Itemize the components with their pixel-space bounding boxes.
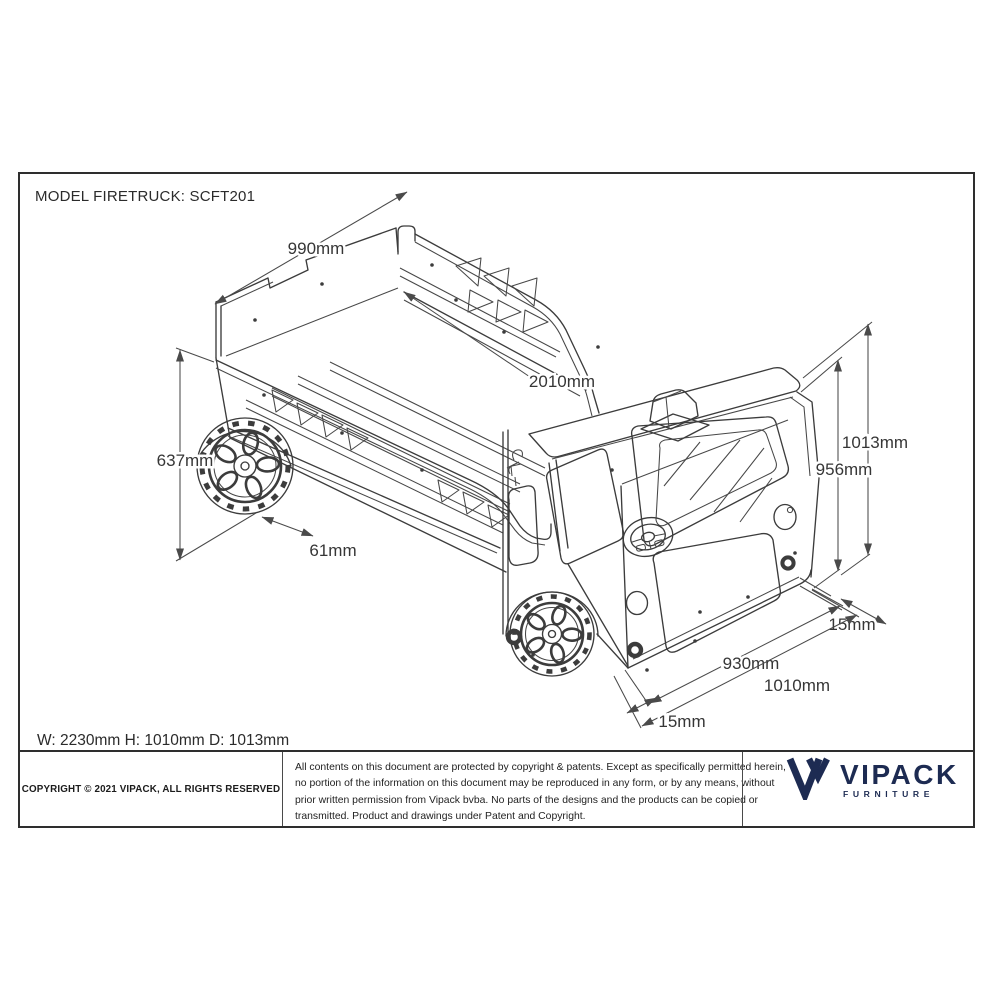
far-rail-triangle-cutouts [455, 257, 549, 333]
copyright-cell: COPYRIGHT © 2021 VIPACK, ALL RIGHTS RESE… [20, 752, 282, 826]
dim-15mm-top: 15mm [799, 577, 887, 637]
dim-15mm-bottom: 15mm [626, 697, 708, 734]
legal-line: transmitted. Product and drawings under … [295, 811, 586, 823]
door-window [545, 448, 625, 565]
dim-1010mm: 1010mm [613, 589, 860, 729]
bolt-dots [253, 263, 797, 672]
divider-panel [502, 429, 509, 635]
overall-dimensions-text: W: 2230mm H: 1010mm D: 1013mm [37, 732, 290, 749]
dim-990mm: 990mm [214, 191, 408, 305]
fire-extinguisher [506, 449, 539, 566]
bed-slats [245, 361, 546, 534]
dim-label-990mm: 990mm [288, 239, 345, 258]
window-interior-lines [663, 439, 773, 523]
legal-cell: All contents on this document are protec… [282, 752, 786, 826]
footer-band: COPYRIGHT © 2021 VIPACK, ALL RIGHTS RESE… [20, 750, 973, 826]
steering-wheel [622, 516, 674, 558]
dim-1013mm: 1013mm [802, 321, 911, 576]
dim-label-2010mm: 2010mm [529, 372, 595, 391]
headlights [505, 503, 797, 659]
dim-label-637mm: 637mm [157, 451, 214, 470]
near-rail-triangle-cutouts [271, 389, 510, 528]
brand-name: VIPACK [840, 759, 959, 790]
footer-divider-right [742, 752, 743, 826]
dim-61mm: 61mm [261, 516, 359, 563]
dim-label-15mm-bottom: 15mm [658, 712, 705, 731]
rear-wheel [196, 417, 294, 515]
cab [528, 367, 820, 669]
copyright-text: COPYRIGHT © 2021 VIPACK, ALL RIGHTS RESE… [21, 783, 281, 795]
near-side-rail [215, 359, 629, 669]
far-side-rail [397, 225, 600, 417]
cab-window-inner [655, 429, 777, 527]
model-title: MODEL FIRETRUCK: SCFT201 [35, 188, 256, 205]
dim-637mm: 637mm [154, 347, 257, 562]
legal-line: prior written permission from Vipack bvb… [295, 794, 759, 806]
vipack-logo-icon [786, 757, 830, 800]
front-grille [652, 532, 782, 653]
dim-label-1013mm: 1013mm [842, 433, 908, 452]
legal-line: no portion of the information on this do… [295, 778, 775, 790]
front-wheel [509, 591, 595, 677]
cab-window [630, 416, 790, 547]
dim-label-956mm: 956mm [816, 460, 873, 479]
dim-956mm: 956mm [800, 356, 875, 589]
dim-label-1010mm: 1010mm [764, 676, 830, 695]
headboard-panel [215, 227, 399, 439]
brand-tagline: FURNITURE [843, 789, 935, 799]
footer-divider-left [282, 752, 283, 826]
brand-cell: VIPACK FURNITURE [742, 752, 973, 826]
beacon-light [640, 389, 710, 442]
dim-label-61mm: 61mm [309, 541, 356, 560]
legal-line: All contents on this document are protec… [295, 762, 786, 773]
dim-2010mm: 2010mm [403, 291, 598, 394]
